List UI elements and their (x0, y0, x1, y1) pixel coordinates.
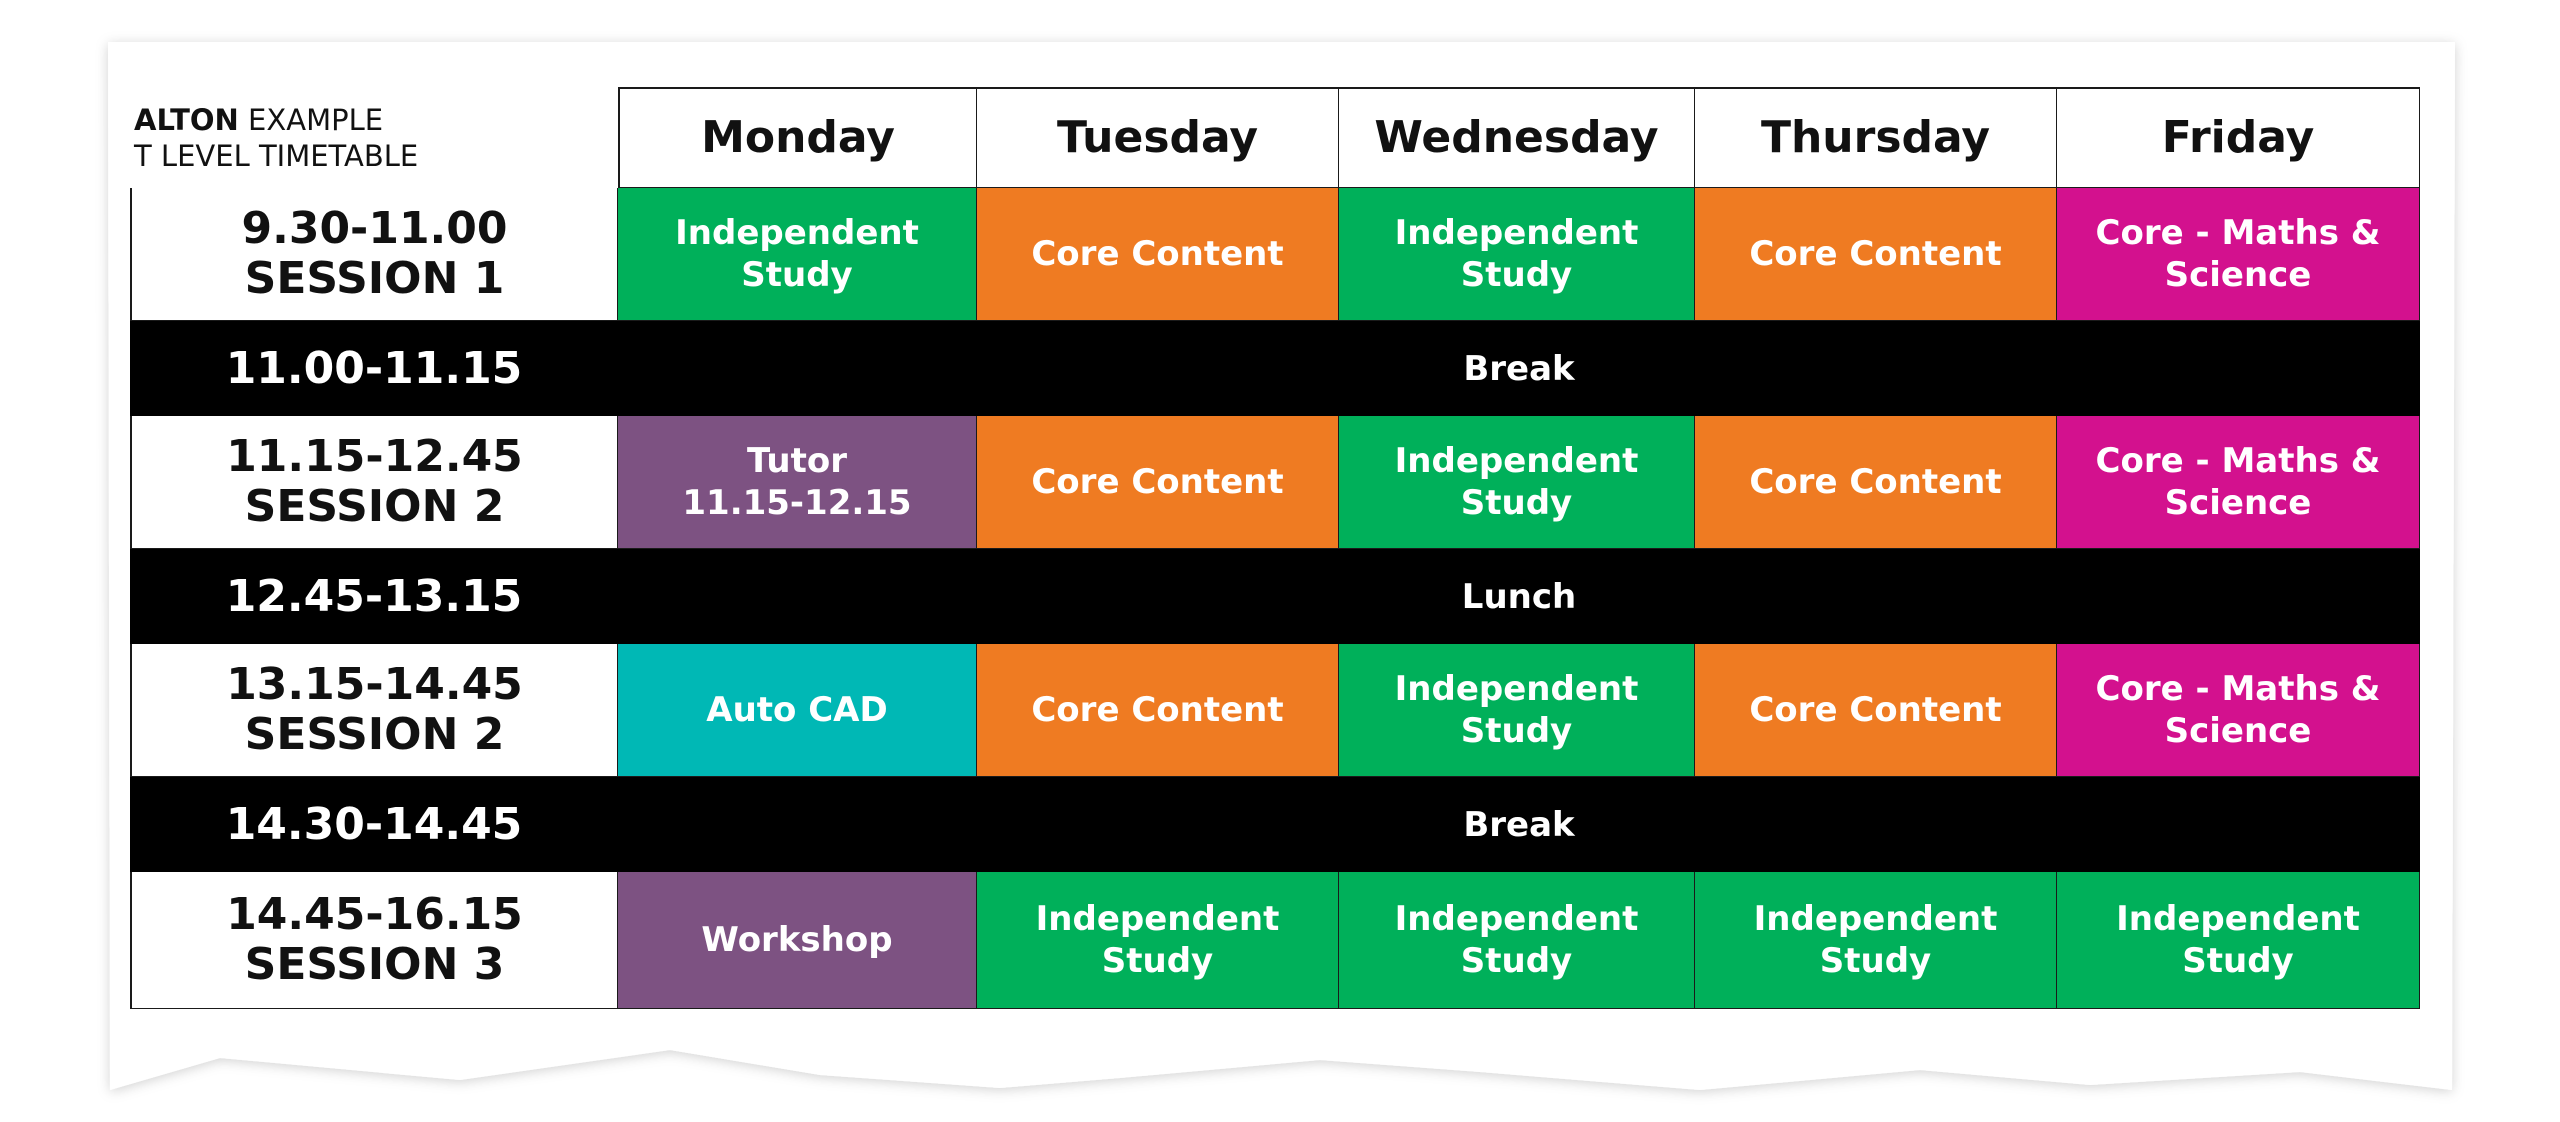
session-cell: Independent Study (977, 872, 1339, 1009)
day-header-thursday: Thursday (1695, 87, 2057, 188)
session-cell: Workshop (618, 872, 977, 1009)
session-cell: Auto CAD (618, 644, 977, 777)
day-header-wednesday: Wednesday (1339, 87, 1695, 188)
session-cell: Core Content (977, 644, 1339, 777)
title-line-1: ALTON EXAMPLE (134, 102, 383, 138)
session-cell: Independent Study (1339, 416, 1695, 549)
time-slot-session-1: 9.30-11.00 SESSION 1 (130, 188, 618, 321)
session-cell: Tutor 11.15-12.15 (618, 416, 977, 549)
time-slot-session-2b: 13.15-14.45 SESSION 2 (130, 644, 618, 777)
time-slot-lunch: 12.45-13.15 (130, 549, 618, 644)
time-slot-session-2a: 11.15-12.45 SESSION 2 (130, 416, 618, 549)
session-cell: Independent Study (1695, 872, 2057, 1009)
session-cell: Core - Maths & Science (2057, 188, 2420, 321)
session-cell: Core Content (1695, 188, 2057, 321)
session-cell: Core Content (1695, 644, 2057, 777)
brand-name: ALTON (134, 102, 239, 137)
session-cell: Core Content (1695, 416, 2057, 549)
session-cell: Core Content (977, 188, 1339, 321)
time-slot-session-3: 14.45-16.15 SESSION 3 (130, 872, 618, 1009)
timetable-title: ALTON EXAMPLE T LEVEL TIMETABLE (130, 87, 618, 188)
day-header-monday: Monday (618, 87, 977, 188)
timetable-grid: ALTON EXAMPLE T LEVEL TIMETABLE Monday T… (130, 87, 2420, 1009)
session-cell: Independent Study (1339, 644, 1695, 777)
title-word: EXAMPLE (248, 102, 384, 137)
session-cell: Core - Maths & Science (2057, 416, 2420, 549)
session-cell: Independent Study (618, 188, 977, 321)
session-cell: Core - Maths & Science (2057, 644, 2420, 777)
session-cell: Independent Study (1339, 872, 1695, 1009)
day-header-friday: Friday (2057, 87, 2420, 188)
title-line-2: T LEVEL TIMETABLE (134, 138, 419, 173)
time-slot-break-2: 14.30-14.45 (130, 777, 618, 872)
session-cell: Core Content (977, 416, 1339, 549)
break-bar: Break (618, 321, 2420, 416)
session-cell: Independent Study (1339, 188, 1695, 321)
lunch-bar: Lunch (618, 549, 2420, 644)
day-header-tuesday: Tuesday (977, 87, 1339, 188)
break-bar: Break (618, 777, 2420, 872)
session-cell: Independent Study (2057, 872, 2420, 1009)
time-slot-break-1: 11.00-11.15 (130, 321, 618, 416)
